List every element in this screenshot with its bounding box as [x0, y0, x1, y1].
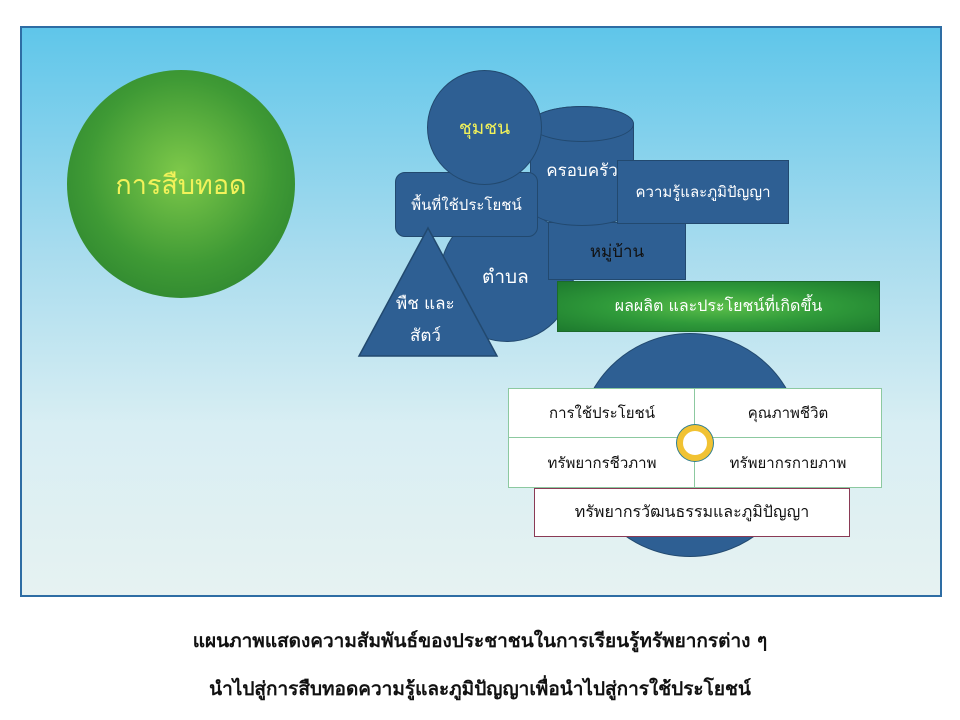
community-label: ชุมชน	[458, 116, 511, 139]
plants-animals-triangle	[357, 226, 499, 357]
cell-quality-label: คุณภาพชีวิต	[747, 404, 829, 422]
cell-bio-label: ทรัพยากรชีวภาพ	[547, 453, 657, 472]
products-bar: ผลผลิต และประโยชน์ที่เกิดขึ้น	[557, 281, 880, 332]
center-ring	[677, 425, 713, 461]
cylinder-top	[530, 106, 634, 142]
subdistrict-label: ตำบล	[482, 266, 529, 288]
village-label: หมู่บ้าน	[589, 241, 645, 262]
inheritance-label: การสืบทอด	[115, 169, 247, 201]
plants-animals-label: พืช และ	[396, 294, 455, 314]
knowledge-label: ความรู้และภูมิปัญญา	[635, 183, 771, 201]
knowledge-box: ความรู้และภูมิปัญญา	[617, 160, 789, 224]
cell-physical: ทรัพยากรกายภาพ	[694, 437, 882, 488]
cell-use: การใช้ประโยชน์	[508, 388, 696, 438]
cell-culture: ทรัพยากรวัฒนธรรมและภูมิปัญญา	[534, 488, 850, 537]
usage-area-label: พื้นที่ใช้ประโยชน์	[411, 195, 522, 214]
cell-bio: ทรัพยากรชีวภาพ	[508, 437, 696, 488]
diagram-panel: การสืบทอด หมู่บ้าน ครอบครัว พื้นที่ใช้ปร…	[20, 26, 942, 597]
cell-culture-label: ทรัพยากรวัฒนธรรมและภูมิปัญญา	[574, 502, 810, 521]
cell-quality: คุณภาพชีวิต	[694, 388, 882, 438]
caption-line-2: นำไปสู่การสืบทอดความรู้และภูมิปัญญาเพื่อ…	[209, 678, 751, 700]
inheritance-circle: การสืบทอด	[67, 70, 295, 298]
cell-physical-label: ทรัพยากรกายภาพ	[729, 453, 847, 472]
cell-use-label: การใช้ประโยชน์	[549, 404, 655, 422]
plants-animals-label-2: สัตว์	[410, 326, 441, 346]
village-box: หมู่บ้าน	[548, 222, 686, 280]
family-label: ครอบครัว	[546, 161, 618, 181]
caption-line-1: แผนภาพแสดงความสัมพันธ์ของประชาชนในการเรี…	[192, 630, 768, 652]
products-label: ผลผลิต และประโยชน์ที่เกิดขึ้น	[614, 296, 823, 315]
community-circle: ชุมชน	[427, 70, 542, 185]
